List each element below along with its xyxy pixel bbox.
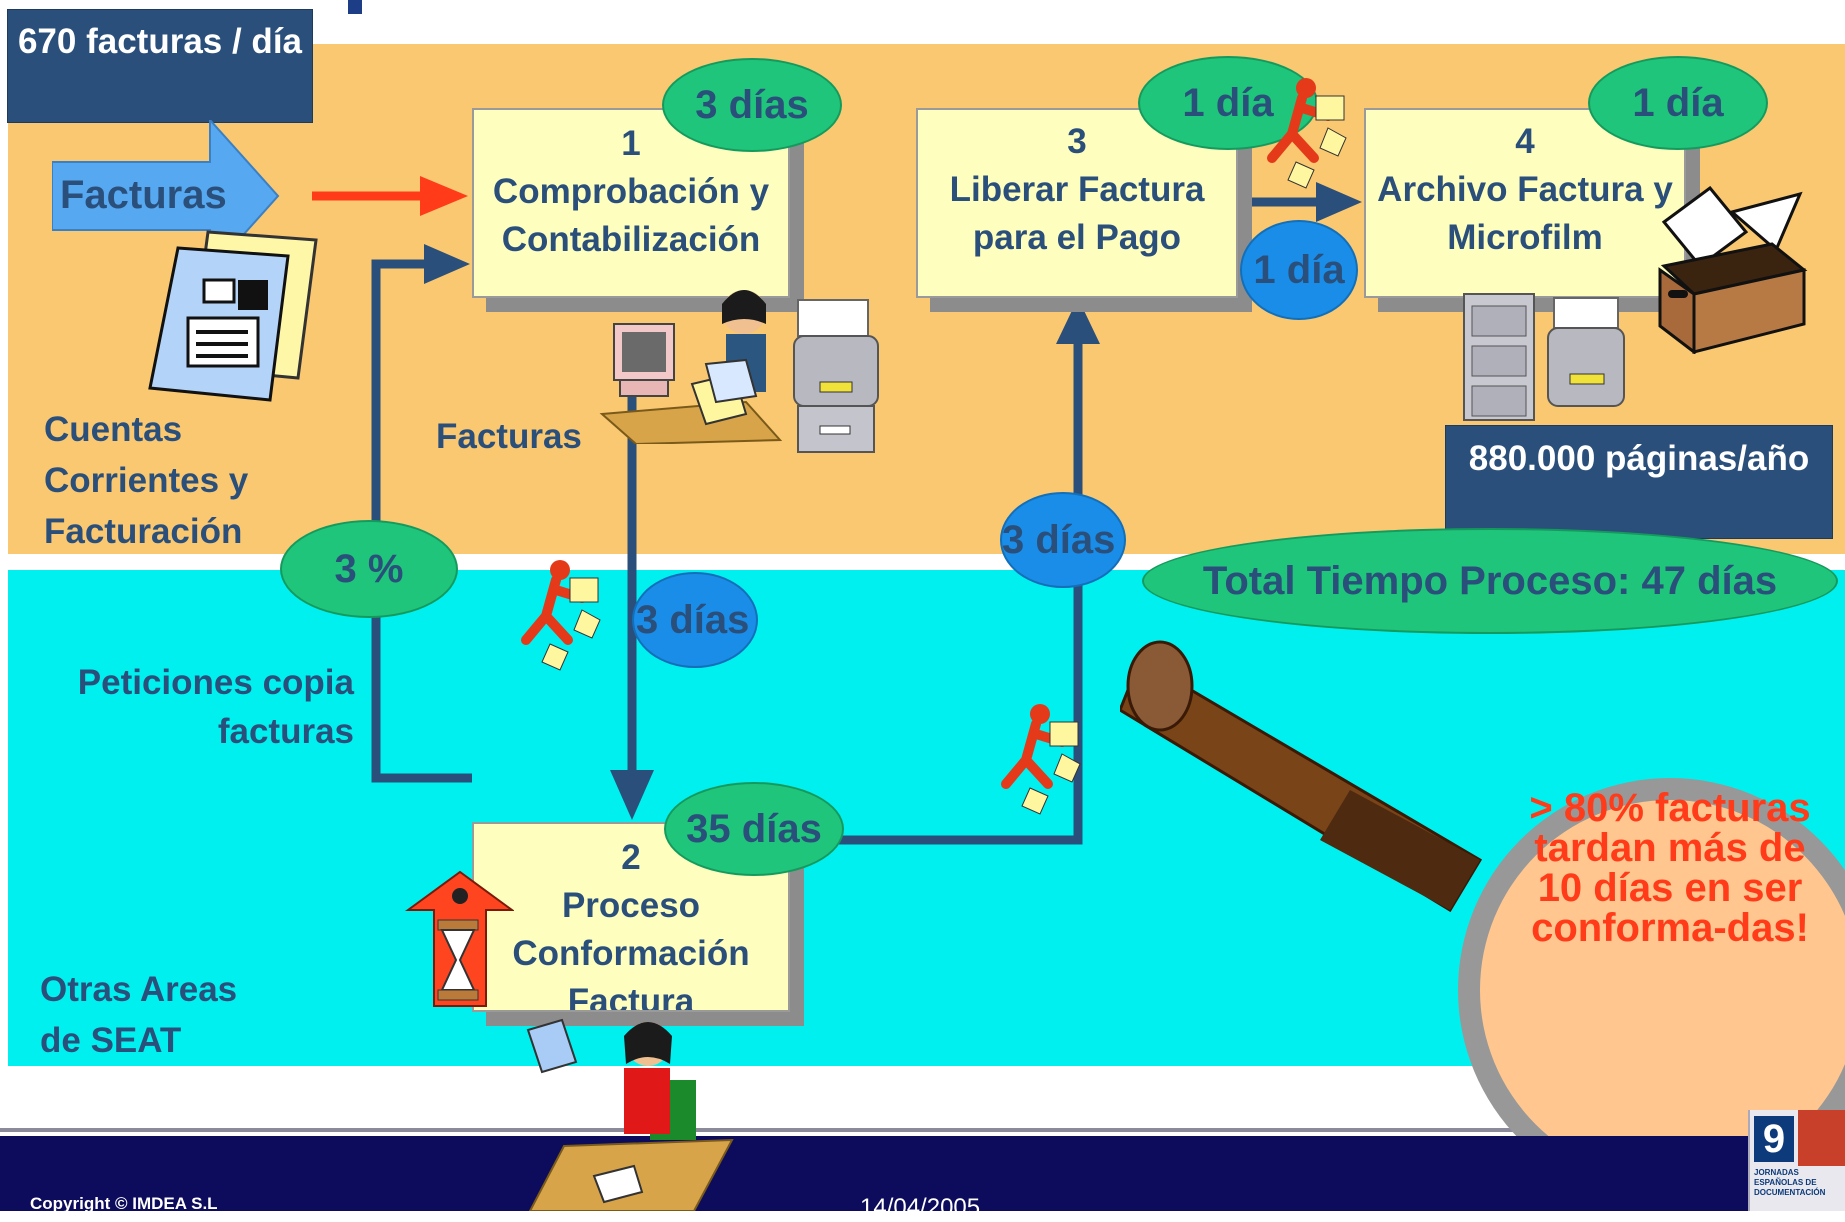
input-arrow (312, 176, 468, 216)
duration-box1: 3 días (662, 58, 842, 152)
volume-box: 670 facturas / día (8, 10, 312, 122)
connector-copy-loop (371, 244, 472, 783)
title-mark (348, 0, 362, 14)
magnifier-icon (1120, 640, 1845, 1136)
duration-2-to-3: 3 días (1000, 492, 1126, 588)
process-box-2-text: Proceso Conformación Factura (512, 886, 750, 1012)
archive-box-icon (1658, 186, 1808, 354)
callout-text: > 80% facturas tardan más de 10 días en … (1529, 786, 1811, 950)
copy-requests-pct: 3 % (280, 520, 458, 618)
courier-icon (1267, 78, 1347, 189)
process-box-3-number: 3 (1067, 122, 1087, 161)
logo-number: 9 (1754, 1116, 1794, 1162)
footer-bar (0, 1136, 1845, 1211)
lane-label-accounts: Cuentas Corrientes y Facturación (44, 410, 249, 551)
hourglass-icon (404, 870, 514, 1007)
volume-label: 670 facturas / día (17, 22, 303, 61)
pages-per-year-label: 880.000 páginas/año (1468, 439, 1810, 478)
connector-3-to-4 (1238, 182, 1362, 222)
archive-cabinets-icon (1463, 293, 1625, 421)
footer-copyright: Copyright © IMDEA S.L (30, 1194, 218, 1213)
duration-3-to-4: 1 día (1240, 220, 1358, 320)
input-arrow-label: Facturas (60, 173, 227, 217)
process-box-3-text: Liberar Factura para el Pago (949, 170, 1205, 257)
copy-requests-label: Peticiones copia facturas (77, 663, 354, 751)
duration-box2: 35 días (664, 782, 844, 876)
pages-per-year-box: 880.000 páginas/año (1446, 426, 1832, 538)
logo-emblem (1798, 1110, 1845, 1166)
process-box-1-number: 1 (621, 124, 641, 163)
process-box-2-number: 2 (621, 838, 641, 877)
reviewer-desk-icon (526, 1018, 734, 1211)
courier-icon-3 (1001, 704, 1081, 815)
courier-icon-2 (521, 560, 601, 671)
process-box-4-text: Archivo Factura y Microfilm (1377, 170, 1673, 257)
clerk-computer-icon (599, 290, 783, 444)
filing-cabinet-icon (793, 299, 879, 453)
duration-box4: 1 día (1588, 56, 1768, 150)
logo-text: JORNADAS ESPAÑOLAS DE DOCUMENTACIÓN (1754, 1168, 1826, 1197)
footer-divider (0, 1128, 1845, 1132)
process-box-4-number: 4 (1515, 122, 1535, 161)
connector-1-to-2 (610, 380, 654, 820)
duration-box3: 1 día (1138, 56, 1318, 150)
total-time-ellipse: Total Tiempo Proceso: 47 días (1142, 528, 1838, 634)
process-box-1-text: Comprobación y Contabilización (492, 172, 770, 259)
duration-1-to-2: 3 días (632, 572, 758, 668)
footer-date: 14/04/2005 (860, 1194, 981, 1221)
conference-logo: 9 JORNADAS ESPAÑOLAS DE DOCUMENTACIÓN (1748, 1110, 1845, 1211)
invoice-document-icon (148, 230, 318, 402)
process-box-2: 2 Proceso Conformación Factura (472, 822, 790, 1012)
lane-label-other-areas: Otras Areas de SEAT (40, 970, 238, 1060)
facturas-flow-label: Facturas (436, 417, 582, 456)
